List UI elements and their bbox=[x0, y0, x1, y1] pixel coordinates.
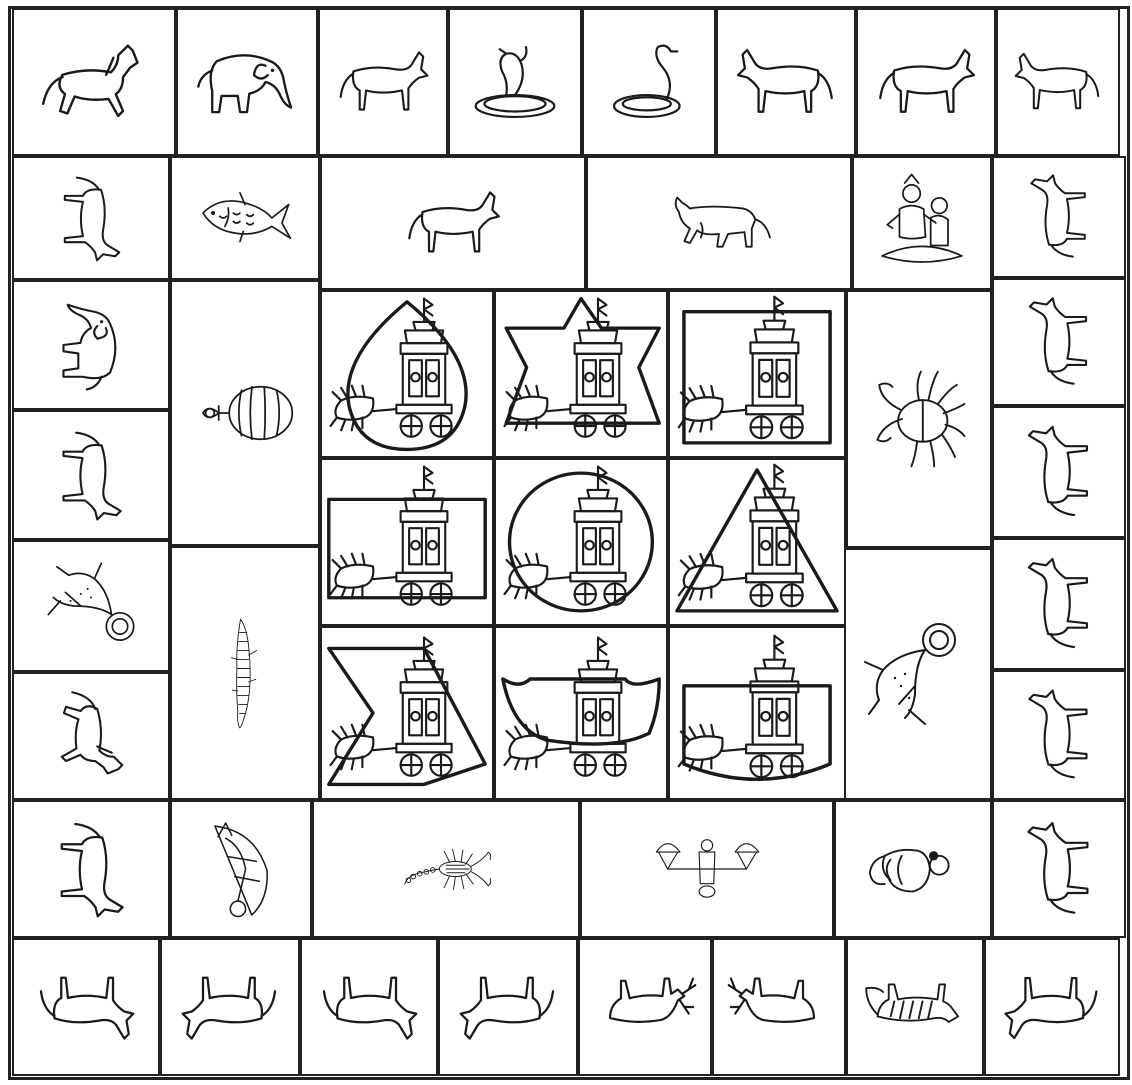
zodiac-cell-aquarius bbox=[170, 280, 320, 546]
top-cell-4 bbox=[448, 8, 582, 156]
left-cell-6 bbox=[12, 800, 170, 938]
sun-chariot-icon bbox=[496, 628, 666, 798]
zodiac-cell-taurus bbox=[586, 156, 852, 290]
bottom-cell-8 bbox=[984, 938, 1120, 1076]
crocodile-icon bbox=[172, 548, 318, 798]
zodiac-cell-virgo bbox=[834, 800, 992, 938]
left-cell-4 bbox=[12, 540, 170, 672]
zodiac-cell-capricorn bbox=[170, 546, 320, 800]
cat-icon bbox=[858, 10, 994, 154]
mongoose-icon bbox=[302, 940, 436, 1074]
chariot-cell-1 bbox=[320, 290, 494, 458]
lion-icon bbox=[14, 542, 168, 670]
chariot-cell-3 bbox=[668, 290, 846, 458]
cobra-icon bbox=[450, 10, 580, 154]
left-cell-3 bbox=[12, 410, 170, 540]
tiger-icon bbox=[848, 940, 982, 1074]
cat-icon bbox=[994, 158, 1124, 276]
sun-chariot-icon bbox=[496, 460, 666, 624]
zodiac-cell-gemini bbox=[852, 156, 992, 290]
bottom-cell-1 bbox=[12, 938, 160, 1076]
bottom-cell-3 bbox=[300, 938, 438, 1076]
right-cell-5 bbox=[992, 670, 1126, 800]
deer-icon bbox=[714, 940, 844, 1074]
rat-icon bbox=[994, 280, 1124, 404]
goat-icon bbox=[994, 408, 1124, 536]
zodiac-cell-pisces bbox=[170, 156, 320, 280]
top-cell-2 bbox=[176, 8, 318, 156]
left-cell-2 bbox=[12, 280, 170, 410]
chariot-cell-6 bbox=[668, 458, 846, 626]
right-cell-1 bbox=[992, 156, 1126, 278]
bull-icon bbox=[588, 158, 850, 288]
goat-icon bbox=[986, 940, 1118, 1074]
rat-icon bbox=[162, 940, 298, 1074]
fish-icon bbox=[172, 158, 318, 278]
bottom-cell-4 bbox=[438, 938, 578, 1076]
bottom-cell-5 bbox=[578, 938, 712, 1076]
left-cell-1 bbox=[12, 156, 170, 280]
sun-chariot-icon bbox=[670, 628, 844, 798]
zodiac-cell-scorpio bbox=[312, 800, 580, 938]
bottom-cell-7 bbox=[846, 938, 984, 1076]
cat-icon bbox=[994, 802, 1124, 936]
top-cell-3 bbox=[318, 8, 448, 156]
sun-chariot-icon bbox=[322, 628, 492, 798]
crab-icon bbox=[848, 292, 990, 546]
top-cell-5 bbox=[582, 8, 716, 156]
balance-icon bbox=[582, 802, 832, 936]
horse-icon bbox=[14, 10, 174, 154]
dog-icon bbox=[994, 540, 1124, 668]
lion-icon bbox=[840, 550, 990, 798]
top-cell-8 bbox=[996, 8, 1120, 156]
chariot-cell-5 bbox=[494, 458, 668, 626]
monkey-icon bbox=[994, 672, 1124, 798]
deer-icon bbox=[580, 940, 710, 1074]
zodiac-cell-cancer bbox=[846, 290, 992, 548]
cow-icon bbox=[14, 412, 168, 538]
top-cell-6 bbox=[716, 8, 856, 156]
ram-icon bbox=[322, 158, 584, 288]
right-cell-3 bbox=[992, 406, 1126, 538]
rat-icon bbox=[14, 802, 168, 936]
chariot-cell-7 bbox=[320, 626, 494, 800]
right-cell-4 bbox=[992, 538, 1126, 670]
elephant-icon bbox=[178, 10, 316, 154]
woman-icon bbox=[836, 802, 990, 936]
bottom-cell-2 bbox=[160, 938, 300, 1076]
zodiac-cell-leo bbox=[838, 548, 992, 800]
zodiac-cell-libra bbox=[580, 800, 834, 938]
chariot-cell-2 bbox=[494, 290, 668, 458]
elephant-icon bbox=[14, 282, 168, 408]
dog-icon bbox=[718, 10, 854, 154]
zodiac-cell-sagittarius bbox=[170, 800, 312, 938]
top-cell-1 bbox=[12, 8, 176, 156]
ram-icon bbox=[998, 10, 1118, 154]
sun-chariot-icon bbox=[670, 460, 844, 624]
chariot-cell-8 bbox=[494, 626, 668, 800]
cat-icon bbox=[440, 940, 576, 1074]
right-cell-6 bbox=[992, 800, 1126, 938]
mongoose-icon bbox=[14, 158, 168, 278]
pot-icon bbox=[172, 282, 318, 544]
snake-icon bbox=[584, 10, 714, 154]
bottom-cell-6 bbox=[712, 938, 846, 1076]
couple-icon bbox=[854, 158, 990, 288]
goat-icon bbox=[320, 10, 446, 154]
sun-chariot-icon bbox=[670, 292, 844, 456]
right-cell-2 bbox=[992, 278, 1126, 406]
horse-icon bbox=[14, 674, 168, 798]
chariot-cell-9 bbox=[668, 626, 846, 800]
left-cell-5 bbox=[12, 672, 170, 800]
top-cell-7 bbox=[856, 8, 996, 156]
chariot-cell-4 bbox=[320, 458, 494, 626]
sun-chariot-icon bbox=[322, 292, 492, 456]
zodiac-cell-aries bbox=[320, 156, 586, 290]
mongoose-icon bbox=[14, 940, 158, 1074]
scorpion-icon bbox=[314, 802, 578, 936]
sun-chariot-icon bbox=[496, 292, 666, 456]
sun-chariot-icon bbox=[322, 460, 492, 624]
archer-icon bbox=[172, 802, 310, 936]
